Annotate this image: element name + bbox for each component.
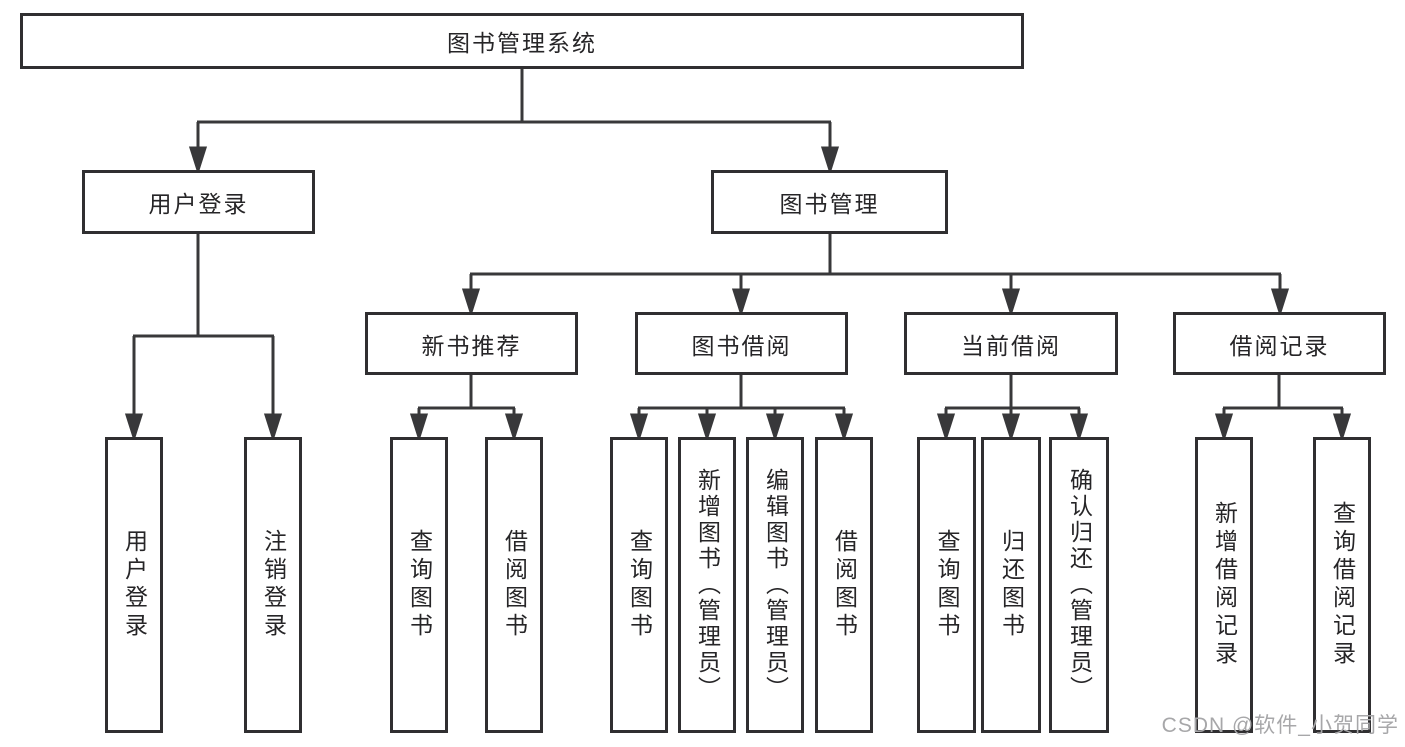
leaf-user-login: 用户登录 (105, 437, 163, 733)
leaf-confirm-return-admin: 确认归还（管理员） (1049, 437, 1109, 733)
node-new-book-recommend: 新书推荐 (365, 312, 578, 375)
node-label: 查询借阅记录 (1329, 501, 1356, 669)
node-label: 新增图书（管理员） (694, 468, 721, 702)
leaf-query-books-borrow: 查询图书 (610, 437, 668, 733)
node-label: 归还图书 (998, 529, 1025, 641)
node-label: 查询图书 (406, 529, 433, 641)
connector-records-to-leaves (1214, 375, 1352, 442)
node-current-borrowing: 当前借阅 (904, 312, 1118, 375)
node-borrowing-records: 借阅记录 (1173, 312, 1386, 375)
node-label: 编辑图书（管理员） (762, 468, 789, 702)
connector-newbook-to-leaves (409, 375, 524, 442)
node-label: 用户登录 (121, 529, 148, 641)
node-book-borrowing: 图书借阅 (635, 312, 848, 375)
node-label: 借阅图书 (501, 529, 528, 641)
node-label: 查询图书 (934, 529, 960, 641)
connector-userlogin-to-leaves (124, 234, 283, 442)
leaf-return-books: 归还图书 (981, 437, 1041, 733)
connector-borrow-to-leaves (629, 375, 854, 442)
leaf-query-borrow-record: 查询借阅记录 (1313, 437, 1371, 733)
node-label: 确认归还（管理员） (1066, 468, 1093, 702)
leaf-logout: 注销登录 (244, 437, 302, 733)
connector-root-to-level2 (188, 69, 840, 175)
leaf-borrow-books-borrow: 借阅图书 (815, 437, 873, 733)
node-book-management-branch: 图书管理 (711, 170, 948, 234)
node-label: 图书借阅 (691, 332, 792, 359)
node-label: 新书推荐 (421, 332, 522, 359)
node-label: 图书管理 (779, 191, 880, 217)
leaf-add-borrow-record: 新增借阅记录 (1195, 437, 1253, 733)
leaf-query-books-newbook: 查询图书 (390, 437, 448, 733)
node-label: 图书管理系统 (447, 30, 597, 56)
node-label: 借阅记录 (1229, 332, 1330, 359)
node-label: 查询图书 (626, 529, 653, 641)
connector-current-to-leaves (936, 375, 1089, 442)
leaf-add-books-admin: 新增图书（管理员） (678, 437, 736, 733)
csdn-watermark: CSDN @软件_小贺同学 (1161, 714, 1399, 737)
leaf-borrow-books-newbook: 借阅图书 (485, 437, 543, 733)
node-root-library-system: 图书管理系统 (20, 13, 1024, 69)
leaf-edit-books-admin: 编辑图书（管理员） (746, 437, 804, 733)
node-label: 新增借阅记录 (1211, 501, 1238, 669)
node-user-login-branch: 用户登录 (82, 170, 315, 234)
connector-bookmgmt-to-level3 (461, 234, 1290, 317)
node-label: 用户登录 (148, 191, 249, 217)
node-label: 借阅图书 (831, 529, 858, 641)
node-label: 注销登录 (260, 529, 287, 641)
leaf-query-books-current: 查询图书 (917, 437, 976, 733)
node-label: 当前借阅 (961, 332, 1061, 359)
